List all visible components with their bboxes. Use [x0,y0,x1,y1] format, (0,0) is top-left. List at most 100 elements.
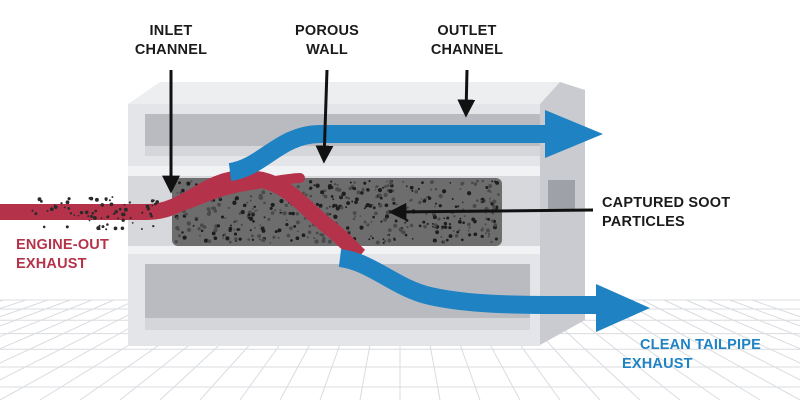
soot-particle [353,181,356,184]
soot-particle [220,215,225,219]
soot-spray-particle [150,214,153,218]
soot-particle [179,191,183,195]
soot-particle [250,234,254,238]
soot-particle [251,238,255,241]
soot-particle [492,205,497,209]
soot-spray-particle [121,212,125,217]
soot-particle [406,206,409,209]
soot-particle [336,184,339,186]
engine-out-line-2: EXHAUST [16,256,87,272]
soot-particle [451,198,454,200]
captured-soot-leader [388,202,594,221]
soot-particle [430,180,434,184]
soot-particle [224,217,227,220]
soot-particle [238,237,242,241]
soot-particle [304,193,308,197]
soot-particle [494,180,497,183]
soot-particle [489,200,491,203]
soot-particle [213,236,216,239]
soot-particle [296,185,300,189]
soot-particle [443,221,448,226]
soot-particle [227,206,230,210]
soot-particle [461,201,464,204]
soot-particle [366,188,369,191]
soot-particle [254,210,257,212]
soot-particle [258,238,261,241]
soot-spray-particle [34,212,38,216]
soot-particle [476,179,479,183]
soot-particle [418,224,422,228]
soot-particle [452,230,455,232]
soot-spray-particle [152,224,155,228]
bottom-outlet-channel-interior [145,264,530,330]
soot-particle [417,187,420,191]
soot-particle [261,228,266,233]
soot-particle [222,237,225,239]
soot-particle [348,186,353,191]
soot-particle [354,215,357,218]
soot-particle [494,237,498,241]
soot-particle [430,188,433,191]
soot-particle [371,203,374,206]
soot-spray-particle [140,228,143,230]
porous-wall-label: POROUS WALL [290,22,364,60]
soot-particle [325,206,329,210]
grid-line [663,299,800,364]
soot-particle [291,211,295,216]
soot-particle [334,204,338,208]
soot-particle [378,203,383,208]
soot-spray-particle [79,210,84,215]
soot-spray-particle [101,225,105,229]
soot-spray-particle [92,215,97,220]
soot-particle [466,191,472,196]
soot-particle [251,208,254,211]
soot-particle [258,195,264,200]
soot-particle [333,183,337,186]
soot-particle [314,239,319,244]
soot-particle [352,211,357,215]
inlet-channel-label: INLET CHANNEL [132,22,210,60]
soot-particle [309,194,313,198]
soot-particle [363,207,366,210]
soot-spray-particle [123,203,126,206]
soot-particle [470,181,474,185]
soot-particle [315,202,319,206]
soot-spray-particle [88,219,91,222]
soot-particle [177,234,181,238]
soot-particle [333,214,338,219]
soot-particle [354,200,358,205]
soot-spray-particle [67,197,71,201]
soot-particle [345,196,348,199]
soot-particle [389,181,393,186]
soot-spray-particle [112,212,116,215]
soot-spray-particle [108,199,111,202]
soot-particle [210,200,213,203]
soot-particle [441,189,447,194]
soot-particle [320,190,325,195]
soot-particle [356,190,361,195]
grid-line [707,299,800,338]
soot-spray-particle [53,204,56,206]
soot-particle [386,234,390,237]
soot-particle [485,228,491,233]
soot-particle [377,188,383,193]
soot-particle [487,217,491,221]
soot-particle [248,216,254,221]
soot-particle [401,230,406,235]
soot-spray-particle [111,196,114,199]
soot-particle [279,212,282,214]
soot-particle [240,209,245,215]
soot-particle [441,228,443,231]
soot-particle [296,230,299,233]
soot-particle [384,203,389,208]
soot-particle [462,181,465,184]
soot-block [172,178,502,246]
soot-particle [395,203,398,206]
grid-line [0,299,159,381]
soot-spray-particle [113,226,118,231]
soot-particle [460,238,464,242]
soot-particle [341,191,346,196]
soot-particle [288,226,293,231]
soot-particle [382,238,385,241]
